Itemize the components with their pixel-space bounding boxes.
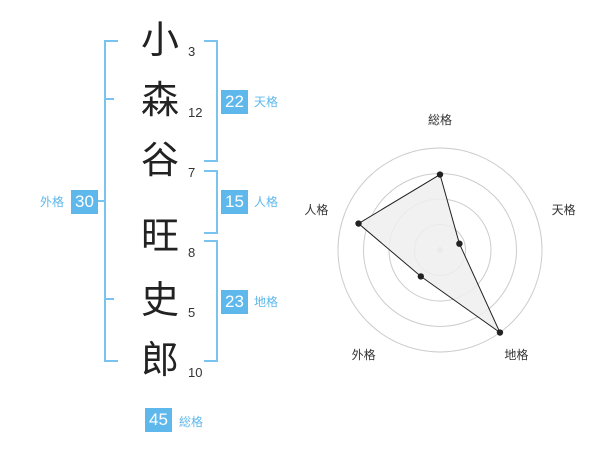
soukaku-label: 総格 bbox=[179, 415, 204, 429]
tenkaku-value: 22 bbox=[221, 90, 248, 114]
jinkaku-value: 15 bbox=[221, 190, 248, 214]
stroke-count-5: 5 bbox=[188, 305, 196, 320]
stroke-count-2: 12 bbox=[188, 105, 203, 120]
jinkaku-label: 人格 bbox=[254, 195, 279, 209]
jinkaku-bracket bbox=[204, 170, 218, 234]
stroke-count-4: 8 bbox=[188, 245, 196, 260]
tenkaku-bracket bbox=[204, 40, 218, 162]
chikaku-bracket bbox=[204, 240, 218, 362]
stroke-count-6: 10 bbox=[188, 365, 203, 380]
name-char-4: 旺 bbox=[140, 214, 179, 258]
radar-point-3 bbox=[496, 329, 504, 336]
radar-axis-label-3: 地格 bbox=[504, 347, 528, 362]
gaikaku-bracket-upper-tick bbox=[104, 98, 114, 100]
tenkaku-label: 天格 bbox=[254, 95, 279, 109]
name-char-6: 郎 bbox=[140, 338, 179, 382]
radar-point-2 bbox=[456, 240, 463, 247]
gaikaku-value: 30 bbox=[71, 190, 98, 214]
gaikaku-bracket bbox=[104, 40, 118, 362]
soukaku-value: 45 bbox=[145, 408, 172, 432]
radar-point-5 bbox=[355, 220, 362, 227]
name-char-3: 谷 bbox=[140, 138, 179, 182]
radar-axis-label-5: 人格 bbox=[304, 202, 328, 217]
name-char-2: 森 bbox=[140, 78, 179, 122]
gaikaku-label: 外格 bbox=[40, 195, 65, 209]
gaikaku-bracket-lower-tick bbox=[104, 298, 114, 300]
radar-point-1 bbox=[436, 171, 444, 178]
radar-area bbox=[357, 173, 502, 335]
radar-axis-label-4: 外格 bbox=[352, 347, 376, 362]
chikaku-value: 23 bbox=[221, 290, 248, 314]
stroke-count-3: 7 bbox=[188, 165, 196, 180]
name-char-1: 小 bbox=[140, 18, 179, 62]
chikaku-label: 地格 bbox=[254, 295, 279, 309]
radar-grid-ring bbox=[337, 147, 543, 353]
radar-point-4 bbox=[417, 273, 425, 280]
gaikaku-bracket-tick bbox=[96, 200, 104, 202]
radar-axis-label-2: 天格 bbox=[552, 202, 576, 217]
radar-axis-label-1: 総格 bbox=[428, 112, 452, 127]
name-char-5: 史 bbox=[140, 278, 179, 322]
stroke-count-1: 3 bbox=[188, 44, 196, 59]
